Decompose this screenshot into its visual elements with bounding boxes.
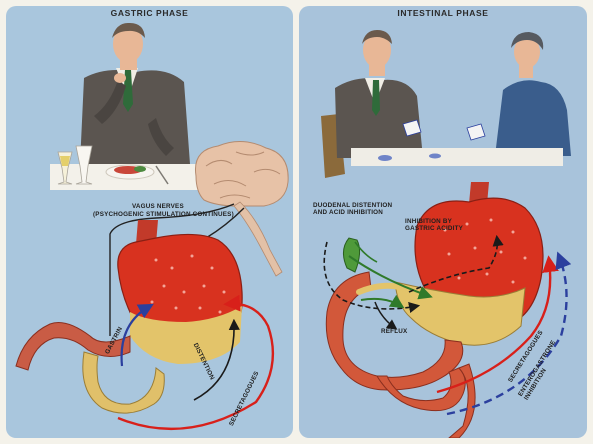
stomach-illustration-intestinal	[395, 182, 543, 345]
duodenal-distention-label: DUODENAL DISTENTION AND ACID INHIBITION	[313, 202, 392, 217]
stomach-illustration	[118, 220, 242, 364]
reflux-label: REFLUX	[381, 328, 407, 335]
inhibition-gastric-acidity-label: INHIBITION BY GASTRIC ACIDITY	[405, 218, 463, 233]
intestinal-phase-panel: INTESTINAL PHASE	[299, 6, 587, 438]
gastric-phase-illustration	[6, 6, 293, 438]
eating-man-figure	[80, 23, 190, 164]
vagus-nerves-sublabel: (PSYCHOGENIC STIMULATION CONTINUES)	[93, 211, 234, 218]
vagus-nerves-label: VAGUS NERVES	[132, 203, 184, 210]
gastric-phase-panel: GASTRIC PHASE	[6, 6, 293, 438]
card-players-figures	[321, 30, 571, 178]
